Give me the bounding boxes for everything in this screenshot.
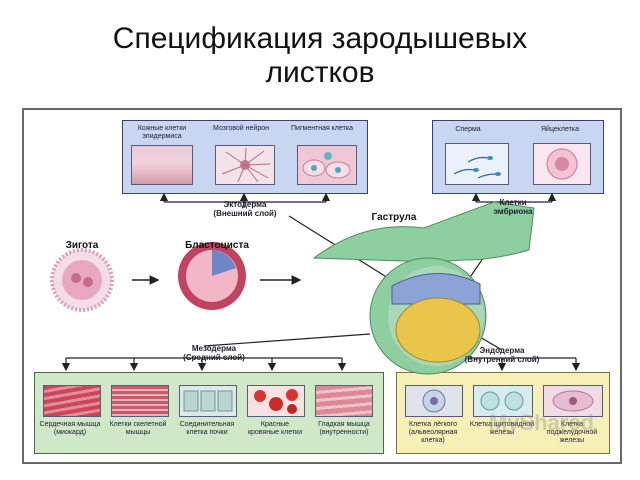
mesoderm-cells-box: Сердечная мышца (миокард) Клетки скелетн… xyxy=(34,372,384,454)
pancreas-cell-icon xyxy=(552,390,594,412)
germ-cell-label-1: Сперма xyxy=(455,126,481,133)
kidney-cell-image xyxy=(179,385,237,417)
meso-cell-label-2: Клетки скелетной мышцы xyxy=(109,421,167,436)
thyroid-cell-image xyxy=(473,385,533,417)
sperm-image xyxy=(445,143,509,185)
title-line-1: Спецификация зародышевых xyxy=(112,22,528,55)
kidney-cells-icon xyxy=(183,390,233,412)
red-blood-cells-image xyxy=(247,385,305,417)
ecto-cell-label-3: Пигментная клетка xyxy=(291,125,353,132)
zygote-label: Зигота xyxy=(65,240,99,251)
lung-cell-icon xyxy=(422,389,446,413)
gastrula-image xyxy=(312,201,535,375)
endo-cell-label-1: Клетка лёгкого (альвеолярная клетка) xyxy=(408,421,458,444)
skeletal-muscle-image xyxy=(111,385,169,417)
ecto-cell-label-1: Кожные клетки эпидермиса xyxy=(137,125,187,140)
mesoderm-connector xyxy=(61,333,371,372)
endoderm-cells-box: Клетка лёгкого (альвеолярная клетка) Кле… xyxy=(396,372,610,454)
ectoderm-label: Эктодерма (Внешний слой) xyxy=(213,200,277,218)
red-blood-cells-icon xyxy=(254,389,298,414)
ecto-cell-label-2: Мозговой нейрон xyxy=(213,125,269,132)
neuron-cell-image xyxy=(215,145,275,185)
lung-cell-image xyxy=(405,385,463,417)
egg-cell-image xyxy=(533,143,591,185)
zygote-image xyxy=(50,248,114,312)
watermark: MyShared xyxy=(488,410,594,435)
sperm-icon xyxy=(453,156,501,179)
neuron-icon xyxy=(221,147,271,183)
germ-cells-box: Сперма Яйцеклетка xyxy=(432,120,604,194)
meso-cell-label-1: Сердечная мышца (миокард) xyxy=(39,421,101,436)
smooth-muscle-image xyxy=(315,385,373,417)
thyroid-cells-icon xyxy=(480,391,524,411)
pigment-cells-icon xyxy=(302,152,351,179)
endo-cell-label-3: Клетка поджелудочной железы xyxy=(546,421,598,444)
blastocyst-label: Бластоциста xyxy=(185,240,249,251)
pancreas-cell-image xyxy=(543,385,603,417)
slide-title: Спецификация зародышевых листков xyxy=(0,22,640,90)
mesoderm-label: Мезодерма (Средний слой) xyxy=(183,344,245,362)
gastrula-label: Гаструла xyxy=(371,212,417,223)
diagram-graphics xyxy=(50,192,581,375)
ectoderm-cells-box: Кожные клетки эпидермиса Мозговой нейрон… xyxy=(122,120,368,194)
blastocyst-image xyxy=(178,242,246,310)
diagram-frame: Кожные клетки эпидермиса Мозговой нейрон… xyxy=(22,108,622,464)
meso-cell-label-3: Соединительная клетка почки xyxy=(179,421,235,436)
germ-cell-label-2: Яйцеклетка xyxy=(541,126,579,133)
meso-cell-label-4: Красные кровяные клетки xyxy=(247,421,303,436)
endoderm-label: Эндодерма (Внутренний слой) xyxy=(464,346,540,364)
title-line-2: листков xyxy=(265,56,375,89)
cardiac-muscle-image xyxy=(43,385,101,417)
pigment-cell-image xyxy=(297,145,357,185)
meso-cell-label-5: Гладкая мышца (внутренности) xyxy=(318,421,370,436)
egg-cell-icon xyxy=(546,148,578,180)
germ-label: Клетки эмбриона xyxy=(493,198,533,216)
epidermis-cell-image xyxy=(131,145,193,185)
endo-cell-label-2: Клетка щитовидной железы xyxy=(469,421,535,436)
